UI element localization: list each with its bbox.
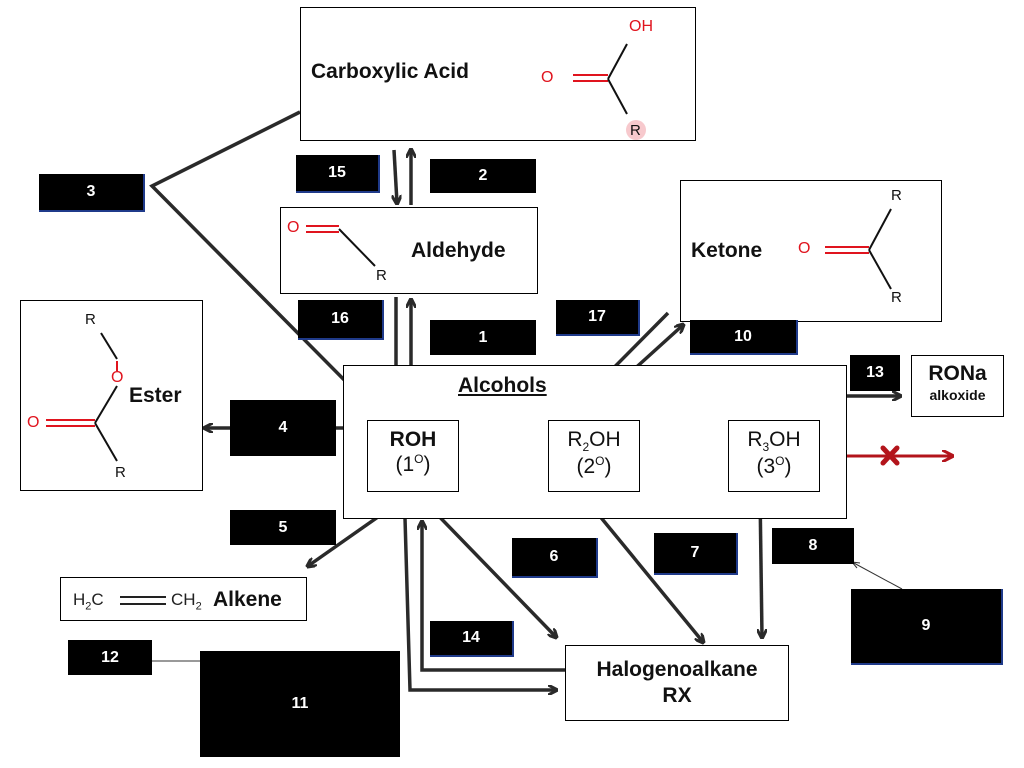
secondary-alcohol-box: R2OH (2O) [548,420,640,492]
primary-alcohol-formula: ROH [389,428,437,451]
answer-box-14[interactable]: 14 [430,621,514,657]
o-atom: O [798,240,811,257]
aldehyde-label: Aldehyde [411,239,506,262]
answer-box-17[interactable]: 17 [556,300,640,336]
halogenoalkane-label: Halogenoalkane [596,658,758,681]
answer-box-8[interactable]: 8 [772,528,854,564]
answer-box-9[interactable]: 9 [851,589,1003,665]
r-atom: R [891,289,902,306]
o-atom: O [541,69,554,86]
aldehyde-box: O R Aldehyde [280,207,538,294]
oh-atom: OH [629,18,653,35]
arrow-14-halogenoalkane-to-alcohol [422,522,565,672]
callout-line-9-to-8 [851,561,903,590]
answer-box-16[interactable]: 16 [298,300,384,340]
answer-box-6[interactable]: 6 [512,538,598,578]
r-atom: R [891,187,902,204]
o-atom: O [111,369,124,386]
ester-box: R O O R Ester [20,300,203,491]
o-atom: O [287,219,300,236]
answer-box-11[interactable]: 11 [200,651,400,757]
halogenoalkane-box: Halogenoalkane RX [565,645,789,721]
ketone-box: Ketone O R R [680,180,942,322]
carboxylic-acid-box: Carboxylic Acid OH O R [300,7,696,141]
r-atom: R [115,464,126,481]
r-atom: R [630,122,641,139]
arrow-to-halogenoalkane-loop [403,517,556,690]
ester-structure [46,332,118,462]
answer-box-10[interactable]: 10 [690,320,798,355]
alkene-formula-right: CH2 [171,590,202,613]
answer-box-15[interactable]: 15 [296,155,380,193]
o-atom: O [27,414,40,431]
alkoxide-box: RONa alkoxide [911,355,1004,417]
ketone-structure [825,208,892,290]
alkene-formula-left: H2C [73,590,104,613]
answer-box-12[interactable]: 12 [68,640,152,675]
tertiary-alcohol-formula: R3OH [747,428,801,455]
tertiary-alcohol-degree: (3O) [756,454,792,479]
ester-label: Ester [129,384,182,407]
blocked-cross-icon [880,445,900,466]
alkene-label: Alkene [213,588,282,611]
answer-box-5[interactable]: 5 [230,510,336,545]
answer-box-3[interactable]: 3 [39,174,145,212]
r-atom: R [85,311,96,328]
aldehyde-structure [306,225,376,267]
alkene-box: H2C CH2 Alkene [60,577,307,621]
answer-box-13[interactable]: 13 [850,355,900,391]
answer-box-4[interactable]: 4 [230,400,336,456]
alkoxide-label: alkoxide [929,387,986,403]
primary-alcohol-degree: (1O) [395,452,431,476]
carboxylic-acid-label: Carboxylic Acid [311,60,469,83]
secondary-alcohol-degree: (2O) [576,454,612,479]
halogenoalkane-formula: RX [662,684,692,707]
arrow-15-acid-to-aldehyde [394,149,397,203]
alcohols-title: Alcohols [458,374,547,397]
arrow-6-primary-to-halogenoalkane [426,503,556,637]
answer-box-7[interactable]: 7 [654,533,738,575]
double-bond-icon [120,596,166,605]
tertiary-alcohol-box: R3OH (3O) [728,420,820,492]
secondary-alcohol-formula: R2OH [567,428,621,455]
answer-box-1[interactable]: 1 [430,320,536,355]
answer-box-2[interactable]: 2 [430,159,536,193]
carboxylic-acid-structure [573,43,646,140]
primary-alcohol-box: ROH (1O) [367,420,459,492]
rona-label: RONa [928,362,987,385]
r-atom: R [376,267,387,284]
ketone-label: Ketone [691,239,763,262]
